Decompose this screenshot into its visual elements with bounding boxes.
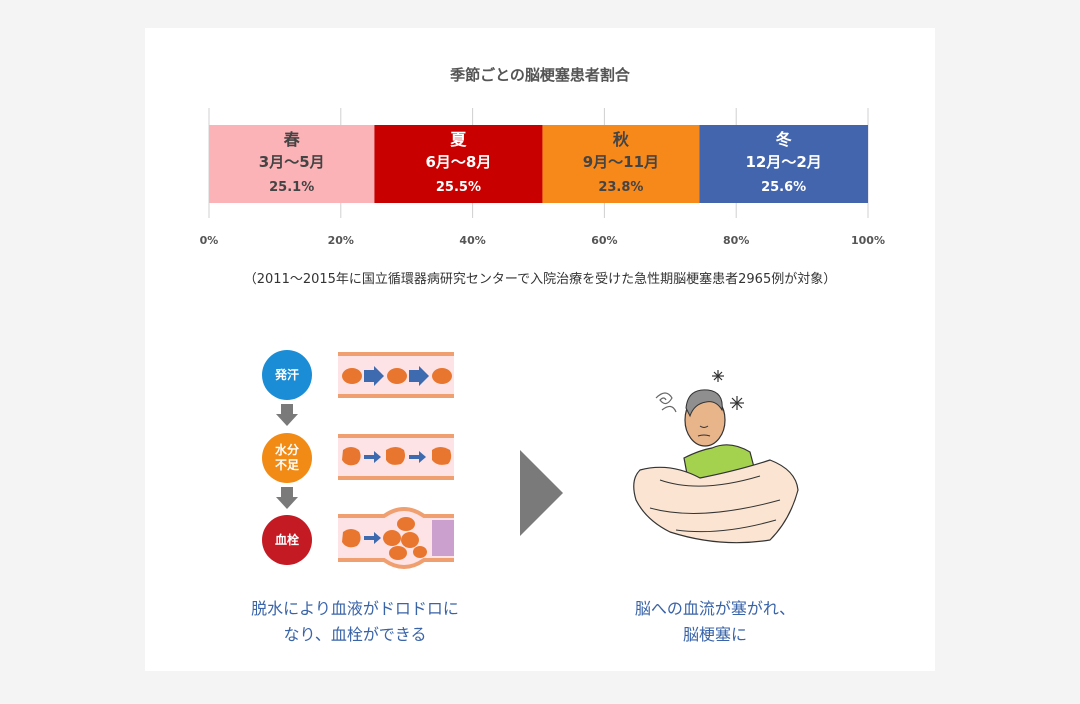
x-tick-label: 80% [723,234,749,247]
season-label: 冬 [776,130,792,149]
value-label: 25.1% [269,180,314,195]
step-thrombus: 血栓 [262,515,312,565]
chevron-right-icon [520,450,563,536]
bar-segment [374,125,543,203]
chart-title: 季節ごとの脳梗塞患者割合 [450,66,630,84]
value-label: 25.5% [436,180,481,195]
month-range-label: 3月〜5月 [259,153,325,171]
down-arrow-icon [276,404,298,426]
vessel-thrombus-icon [338,507,454,569]
month-range-label: 12月〜2月 [745,153,821,171]
chart-note: （2011〜2015年に国立循環器病研究センターで入院治療を受けた急性期脳梗塞患… [243,272,837,287]
month-range-label: 6月〜8月 [425,153,491,171]
x-tick-label: 20% [328,234,354,247]
bar-segment [542,125,700,203]
x-tick-label: 40% [459,234,485,247]
x-tick-label: 0% [200,234,219,247]
value-label: 23.8% [598,180,643,195]
month-range-label: 9月〜11月 [583,153,659,171]
vessel-thick-blood-icon [338,434,454,480]
step-sweating: 発汗 [262,350,312,400]
season-label: 春 [283,130,301,149]
season-label: 夏 [449,130,467,149]
bar-segment [209,125,375,203]
bar-segment [699,125,868,203]
vessel-normal-icon [338,352,454,398]
step-dehydration: 水分 不足 [262,433,312,483]
season-label: 秋 [613,130,630,149]
right-caption: 脳への血流が塞がれ、 脳梗塞に [634,599,796,644]
value-label: 25.6% [761,180,806,195]
x-tick-label: 100% [851,234,885,247]
down-arrow-icon [276,487,298,509]
x-tick-label: 60% [591,234,617,247]
left-caption: 脱水により血液がドロドロに なり、血栓ができる [251,599,459,644]
patient-illustration [633,370,799,544]
